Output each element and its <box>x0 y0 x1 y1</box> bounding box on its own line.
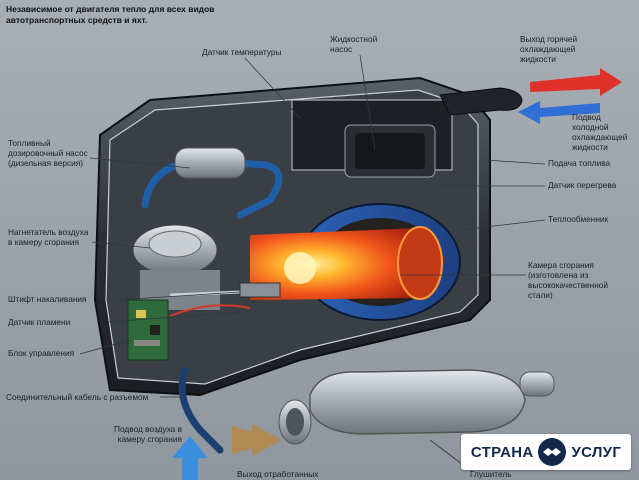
leader-lines <box>79 54 546 471</box>
cold-coolant-arrow <box>518 101 600 124</box>
label-exhaust-outlet: Выход отработанных <box>237 469 319 479</box>
label-hot-coolant-out: Выход горячей охлаждающей жидкости <box>520 34 578 64</box>
muffler <box>278 369 555 445</box>
label-heat-exchanger: Теплообменник <box>548 214 609 224</box>
label-overheat-sensor: Датчик перегрева <box>548 180 617 190</box>
connection-cable <box>178 366 224 454</box>
label-air-intake: Подвод воздуха в камеру сгорания <box>114 424 182 444</box>
label-muffler: Глушитель <box>470 469 512 479</box>
coolant-pump <box>344 87 523 178</box>
label-combustion-chamber: Камера сгорания (изготовлена из высокока… <box>528 260 609 300</box>
label-fuel-supply: Подача топлива <box>548 158 611 168</box>
watermark-badge: СТРАНА УСЛУГ <box>461 434 631 470</box>
page-title: Независимое от двигателя тепло для всех … <box>6 4 215 25</box>
hot-coolant-arrow <box>530 68 622 96</box>
combustion-chamber <box>250 226 443 300</box>
label-connection-cable: Соединительный кабель с разъемом <box>6 392 149 402</box>
exhaust-arrow <box>232 424 282 456</box>
control-board <box>127 299 169 361</box>
label-glow-pin: Штифт накаливания <box>8 294 87 304</box>
watermark-left-text: СТРАНА <box>470 443 534 461</box>
label-temp-sensor: Датчик температуры <box>202 47 282 57</box>
watermark-right-text: УСЛУГ <box>571 443 622 461</box>
label-liquid-pump: Жидкостной насос <box>330 34 378 54</box>
glow-pin <box>169 282 281 317</box>
label-air-blower: Нагнетатель воздуха в камеру сгорания <box>8 227 89 247</box>
label-fuel-dosing-pump: Топливный дозировочный насос (дизельная … <box>8 138 88 168</box>
label-flame-sensor: Датчик пламени <box>8 317 71 327</box>
handshake-icon <box>538 438 567 466</box>
label-control-unit: Блок управления <box>8 348 75 358</box>
label-cold-coolant-in: Подвод холодной охлаждающей жидкости <box>572 112 628 152</box>
air-intake-arrow <box>172 436 208 480</box>
fuel-dosing-pump <box>141 147 283 219</box>
